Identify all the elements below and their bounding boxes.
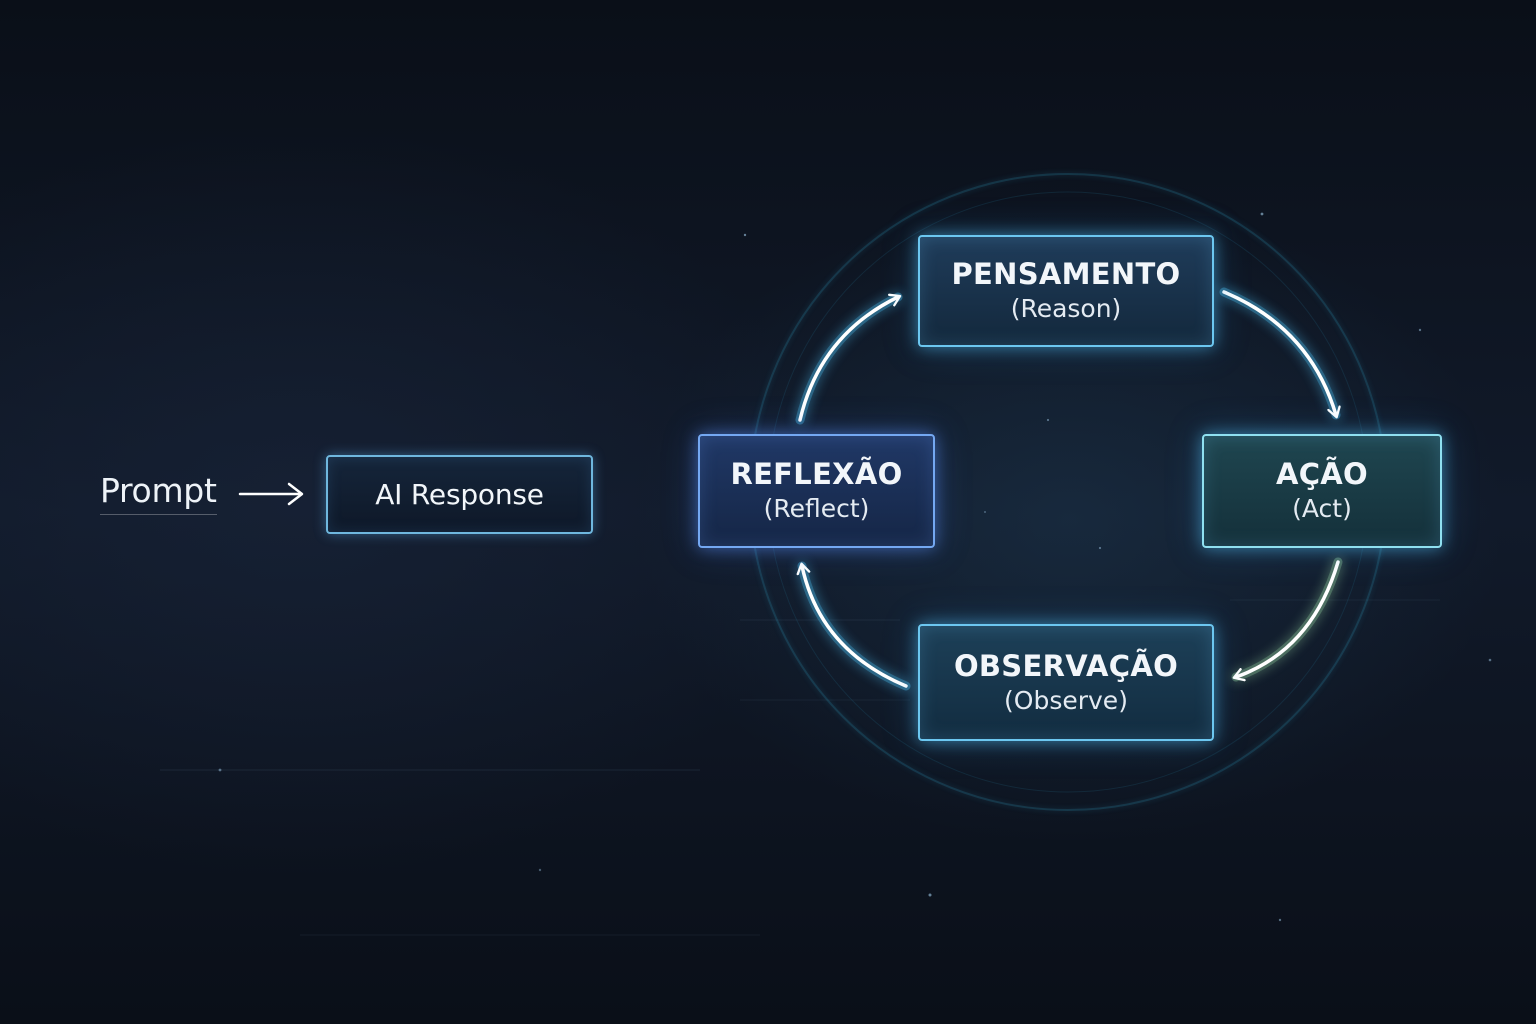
step-reflect: REFLEXÃO (Reflect) (698, 434, 935, 548)
arrow-think-to-act (1219, 287, 1341, 420)
arrow-act-to-observe (1231, 557, 1343, 682)
ai-response-label: AI Response (375, 478, 544, 511)
step-reason-title: PENSAMENTO (951, 257, 1181, 291)
step-reflect-title: REFLEXÃO (730, 457, 903, 491)
step-act-subtitle: (Act) (1292, 494, 1352, 523)
arrow-reflect-to-think (795, 292, 903, 425)
step-reflect-subtitle: (Reflect) (763, 494, 870, 523)
ai-response-box: AI Response (326, 455, 593, 534)
step-act-title: AÇÃO (1275, 457, 1369, 491)
cycle-arrows (795, 287, 1343, 691)
arrow-observe-to-reflect (797, 561, 911, 691)
step-act: AÇÃO (Act) (1202, 434, 1442, 548)
step-reason: PENSAMENTO (Reason) (918, 235, 1214, 347)
step-reason-subtitle: (Reason) (1010, 294, 1122, 323)
background-particles (218, 212, 1492, 922)
arrow-right-icon (238, 482, 304, 506)
step-observe-subtitle: (Observe) (1004, 685, 1128, 715)
prompt-label: Prompt (100, 472, 217, 515)
step-observe: OBSERVAÇÃO (Observe) (918, 624, 1214, 741)
background-streaks (160, 599, 1440, 936)
step-observe-title: OBSERVAÇÃO (953, 648, 1179, 683)
